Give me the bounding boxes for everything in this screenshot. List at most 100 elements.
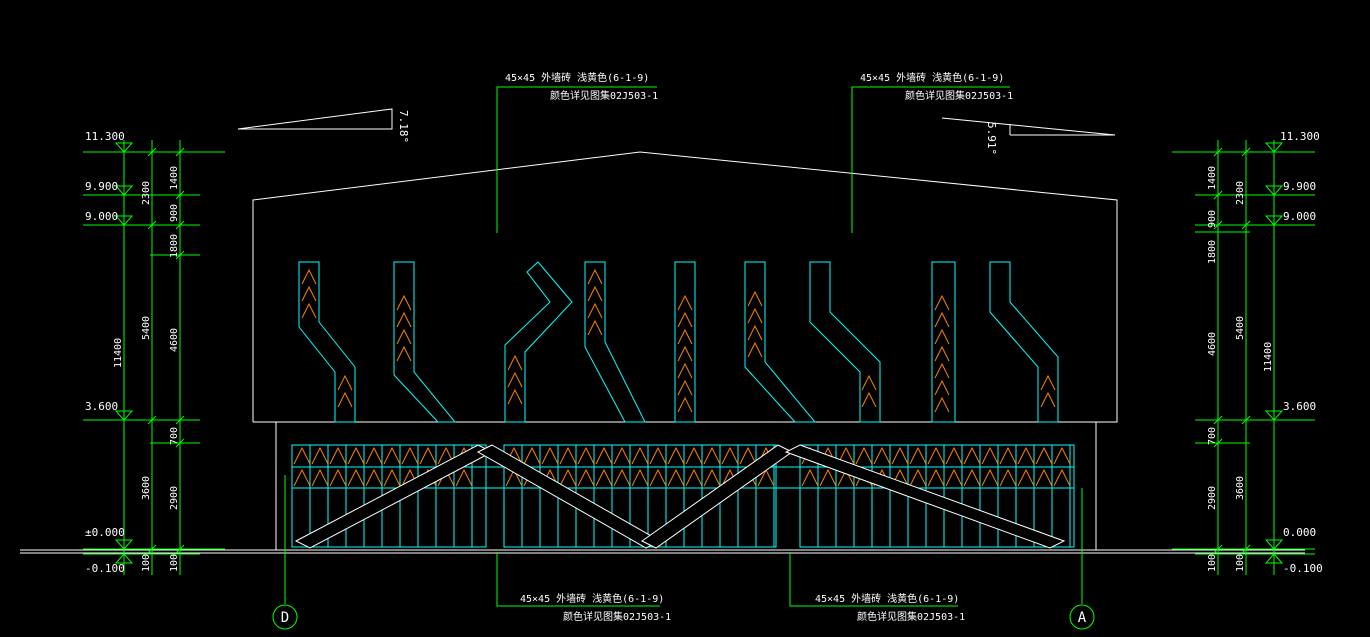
brick-hatch-mark: [747, 324, 763, 341]
brick-hatch-mark: [934, 396, 950, 413]
brick-hatch-mark: [396, 328, 412, 345]
left-elev-0: ±0.000: [85, 526, 125, 539]
zigzag-window-5: [674, 261, 696, 423]
right-dim-2900: 2900: [1207, 486, 1218, 510]
brick-hatch-mark: [293, 446, 311, 465]
zigzag-window-4: [584, 261, 646, 423]
axis-label-left: D: [281, 610, 289, 626]
left-dim-lower: 3600: [141, 476, 152, 500]
right-dimension-lines: [1172, 140, 1315, 575]
right-elevation-labels: 11.300 9.900 9.000 3.600 0.000 -0.100: [1280, 130, 1323, 575]
right-elev-0: 0.000: [1283, 526, 1316, 539]
brick-hatch-mark: [934, 345, 950, 362]
brick-hatch-mark: [587, 319, 603, 336]
brick-hatch-mark: [934, 362, 950, 379]
brick-hatch-mark: [329, 468, 347, 487]
brick-hatch-mark: [631, 468, 649, 487]
right-dim-100b: 100: [1235, 554, 1246, 572]
brick-hatch-mark: [1053, 446, 1071, 465]
building-outline: [252, 151, 1118, 550]
slope-right-label: 5.91°: [985, 122, 998, 155]
brick-hatch-mark: [383, 468, 401, 487]
brick-hatch-mark: [855, 446, 873, 465]
brick-hatch-mark: [945, 468, 963, 487]
brick-hatch-mark: [507, 371, 523, 388]
left-dim-total: 11400: [113, 338, 124, 368]
brick-hatch-mark: [396, 311, 412, 328]
brick-hatch-mark: [891, 446, 909, 465]
zigzag-window-2: [393, 261, 457, 423]
upper-hatch: [301, 268, 1056, 413]
left-dimension-lines: [83, 140, 225, 575]
truss-braces: [294, 444, 1066, 549]
brick-hatch-mark: [1035, 446, 1053, 465]
zigzag-window-8: [931, 261, 956, 423]
brick-hatch-mark: [1040, 391, 1056, 408]
brick-hatch-mark: [577, 468, 595, 487]
brick-hatch-mark: [747, 341, 763, 358]
brick-hatch-mark: [577, 446, 595, 465]
brick-hatch-mark: [595, 446, 613, 465]
right-elev-11300: 11.300: [1280, 130, 1320, 143]
brick-hatch-mark: [559, 468, 577, 487]
brick-hatch-mark: [1040, 374, 1056, 391]
callout-bottom-left-line1: 45×45 外墙砖 浅黄色(6-1-9): [520, 592, 664, 605]
brick-hatch-mark: [837, 446, 855, 465]
brick-hatch-mark: [685, 446, 703, 465]
brick-hatch-mark: [507, 388, 523, 405]
zigzag-window-3: [504, 261, 573, 423]
brick-hatch-mark: [981, 468, 999, 487]
brick-hatch-mark: [934, 294, 950, 311]
brick-hatch-mark: [747, 307, 763, 324]
zigzag-window-9: [989, 261, 1059, 423]
brick-hatch-mark: [873, 446, 891, 465]
zigzag-window-6: [744, 261, 817, 423]
brick-hatch-mark: [703, 446, 721, 465]
brick-hatch-mark: [595, 468, 613, 487]
brick-hatch-mark: [337, 374, 353, 391]
left-dim-upper: 5400: [141, 316, 152, 340]
left-elev-3600: 3.600: [85, 400, 118, 413]
callout-top-left-line2: 颜色详见图集02J503-1: [550, 89, 658, 102]
truss-brace-1: [294, 444, 494, 549]
brick-hatch-mark: [677, 294, 693, 311]
brick-hatch-mark: [934, 311, 950, 328]
right-dim-1800: 1800: [1207, 240, 1218, 264]
brick-hatch-mark: [909, 468, 927, 487]
brick-hatch-mark: [1035, 468, 1053, 487]
brick-hatch-mark: [301, 302, 317, 319]
left-dim-2900: 2900: [169, 486, 180, 510]
left-dim-1800: 1800: [169, 234, 180, 258]
callout-bottom-left-line2: 颜色详见图集02J503-1: [563, 610, 671, 623]
brick-hatch-mark: [559, 446, 577, 465]
brick-hatch-mark: [401, 446, 419, 465]
left-elev-9900: 9.900: [85, 180, 118, 193]
right-dim-total: 11400: [1263, 342, 1274, 372]
brick-hatch-mark: [667, 468, 685, 487]
callout-top-right-line2: 颜色详见图集02J503-1: [905, 89, 1013, 102]
brick-hatch-mark: [861, 374, 877, 391]
brick-hatch-mark: [1053, 468, 1071, 487]
left-dimension-texts: 11400 5400 3600 2300 100 1400 900 1800 4…: [113, 166, 180, 572]
brick-hatch-mark: [507, 354, 523, 371]
brick-hatch-mark: [311, 468, 329, 487]
callout-leaders: [496, 86, 1010, 607]
glazing-panel-middle: [503, 444, 777, 548]
truss-brace-4: [784, 444, 1066, 549]
glazing-panel-left: [291, 444, 487, 548]
right-dim-1400: 1400: [1207, 166, 1218, 190]
right-elev-9000: 9.000: [1283, 210, 1316, 223]
left-dim-1400: 1400: [169, 166, 180, 190]
lower-hatch: [293, 446, 1071, 487]
brick-hatch-mark: [945, 446, 963, 465]
brick-hatch-mark: [677, 311, 693, 328]
brick-hatch-mark: [963, 468, 981, 487]
left-dim-900: 900: [169, 204, 180, 222]
axis-label-right: A: [1078, 610, 1087, 626]
brick-hatch-mark: [934, 379, 950, 396]
truss-brace-2: [476, 444, 662, 549]
callout-bottom-right-line1: 45×45 外墙砖 浅黄色(6-1-9): [815, 592, 959, 605]
brick-hatch-mark: [649, 468, 667, 487]
left-elev-m0100: -0.100: [85, 562, 125, 575]
